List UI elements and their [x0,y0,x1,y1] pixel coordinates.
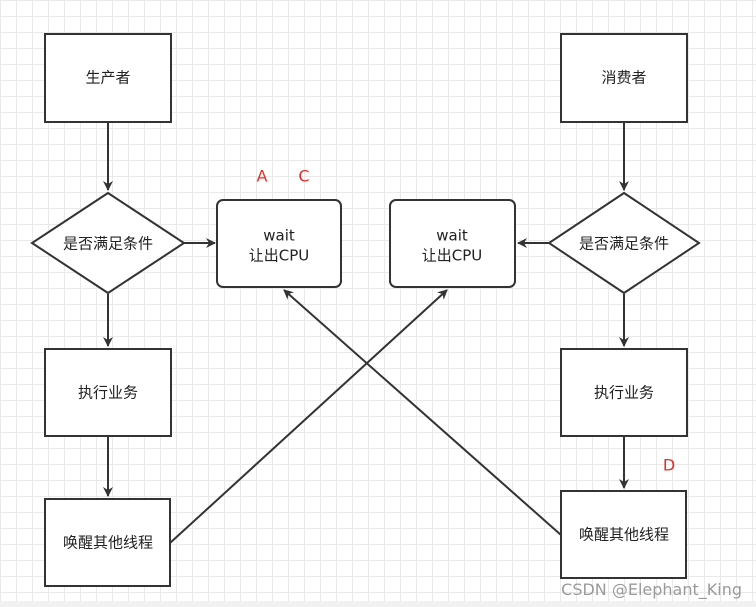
consumer-business-node: 执行业务 [560,348,688,437]
watermark: CSDN @Elephant_King [561,580,742,599]
marker-d: D [663,456,675,475]
producer-node: 生产者 [44,33,172,123]
consumer-condition-node: 是否满足条件 [547,191,701,295]
consumer-condition-label: 是否满足条件 [579,235,669,253]
marker-a: A [257,167,268,186]
bottom-bar [0,601,756,607]
consumer-node: 消费者 [560,33,688,123]
producer-wake-label: 唤醒其他线程 [63,534,153,552]
edge-producer-wake-to-right-wait [169,289,448,544]
left-wait-line1: wait [263,227,295,245]
producer-business-node: 执行业务 [44,348,172,437]
producer-condition-label: 是否满足条件 [63,235,153,253]
producer-wake-node: 唤醒其他线程 [44,498,171,587]
right-wait-node: wait 让出CPU [389,199,516,288]
consumer-wake-node: 唤醒其他线程 [560,490,687,579]
producer-condition-node: 是否满足条件 [30,191,186,295]
left-wait-line2: 让出CPU [249,247,310,265]
left-wait-node: wait 让出CPU [216,199,342,288]
consumer-business-label: 执行业务 [594,384,654,402]
consumer-wake-label: 唤醒其他线程 [579,526,669,544]
consumer-label: 消费者 [601,69,646,87]
marker-c: C [298,167,309,186]
edge-consumer-wake-to-left-wait [283,289,562,536]
producer-label: 生产者 [85,69,130,87]
right-wait-line1: wait [436,227,468,245]
right-wait-line2: 让出CPU [422,247,483,265]
producer-business-label: 执行业务 [78,384,138,402]
